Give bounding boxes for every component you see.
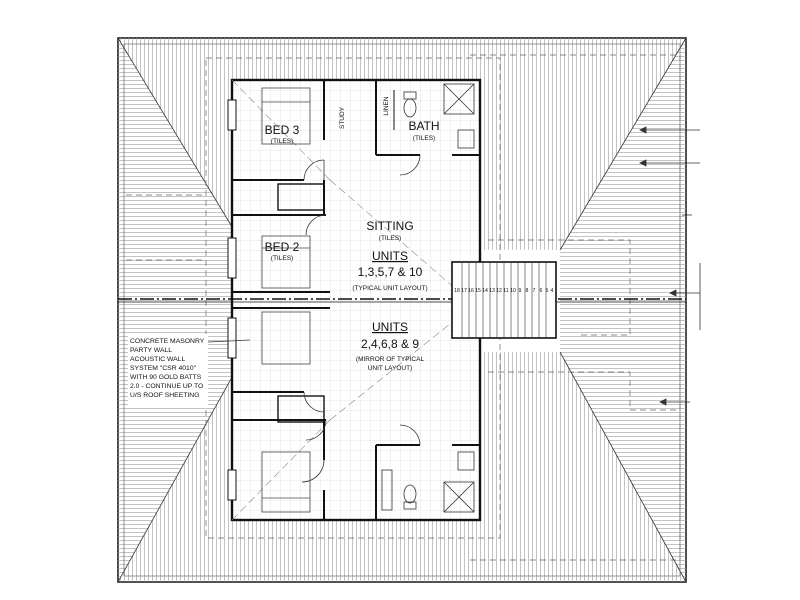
stair-number: 12	[496, 288, 502, 294]
upper-units-note: (TYPICAL UNIT LAYOUT)	[352, 285, 427, 292]
stair-number: 15	[475, 288, 481, 294]
stair-number: 8	[526, 288, 529, 294]
stair-number: 7	[533, 288, 536, 294]
stair-number: 4	[551, 288, 554, 294]
bed3-finish: (TILES)	[271, 138, 293, 145]
windows	[227, 99, 237, 501]
note-leader-line	[207, 339, 251, 343]
sitting-label: SITTING	[366, 219, 413, 233]
stair-numbers: 18 17 16 15 14 13 12 11 10 9 8 7 6 5 4	[454, 288, 553, 294]
stair-number: 6	[540, 288, 543, 294]
direction-arrows	[639, 126, 701, 406]
party-wall-note-line: WITH 90 GOLD BATTS	[130, 374, 202, 381]
study-label: STUDY	[339, 106, 346, 129]
bath-finish: (TILES)	[413, 135, 435, 142]
bath-fixtures	[381, 83, 475, 513]
lower-units-numbers: 2,4,6,8 & 9	[361, 337, 419, 351]
stair-number: 14	[482, 288, 488, 294]
party-wall-note-line: ACOUSTIC WALL	[130, 356, 185, 363]
bed2-finish: (TILES)	[271, 255, 293, 262]
party-wall-note: CONCRETE MASONRY PARTY WALL ACOUSTIC WAL…	[128, 334, 208, 406]
party-wall-note-line: 2.0 - CONTINUE UP TO	[130, 383, 203, 390]
unit-floor	[230, 78, 482, 522]
lower-units-title: UNITS	[372, 320, 408, 334]
upper-units-title: UNITS	[372, 249, 408, 263]
party-wall-note-line: PARTY WALL	[130, 347, 172, 354]
lower-units-note-2: UNIT LAYOUT)	[368, 365, 413, 372]
stair-number: 16	[468, 288, 474, 294]
party-wall-note-line: SYSTEM "CSR 4010"	[130, 365, 197, 372]
door-swings	[301, 154, 421, 483]
party-wall-note-line: U/S ROOF SHEETING	[130, 392, 200, 399]
bed3-label: BED 3	[265, 123, 300, 137]
stair-number: 17	[461, 288, 467, 294]
sitting-finish: (TILES)	[379, 235, 401, 242]
interior-walls	[232, 80, 480, 520]
linen-label: LINEN	[383, 96, 390, 115]
bed-furniture	[261, 87, 311, 513]
party-wall-note-line: CONCRETE MASONRY	[130, 338, 205, 345]
stair-number: 13	[489, 288, 495, 294]
upper-units-numbers: 1,3,5,7 & 10	[358, 265, 423, 279]
stair-number: 11	[503, 288, 508, 294]
stair	[451, 261, 557, 339]
stair-number: 9	[519, 288, 522, 294]
stair-number: 10	[510, 288, 516, 294]
bed2-label: BED 2	[265, 240, 300, 254]
stair-number: 5	[546, 288, 549, 294]
party-wall-line	[118, 298, 686, 303]
lower-units-note-1: (MIRROR OF TYPICAL	[356, 356, 425, 363]
stair-number: 18	[454, 288, 460, 294]
bath-label: BATH	[408, 119, 439, 133]
